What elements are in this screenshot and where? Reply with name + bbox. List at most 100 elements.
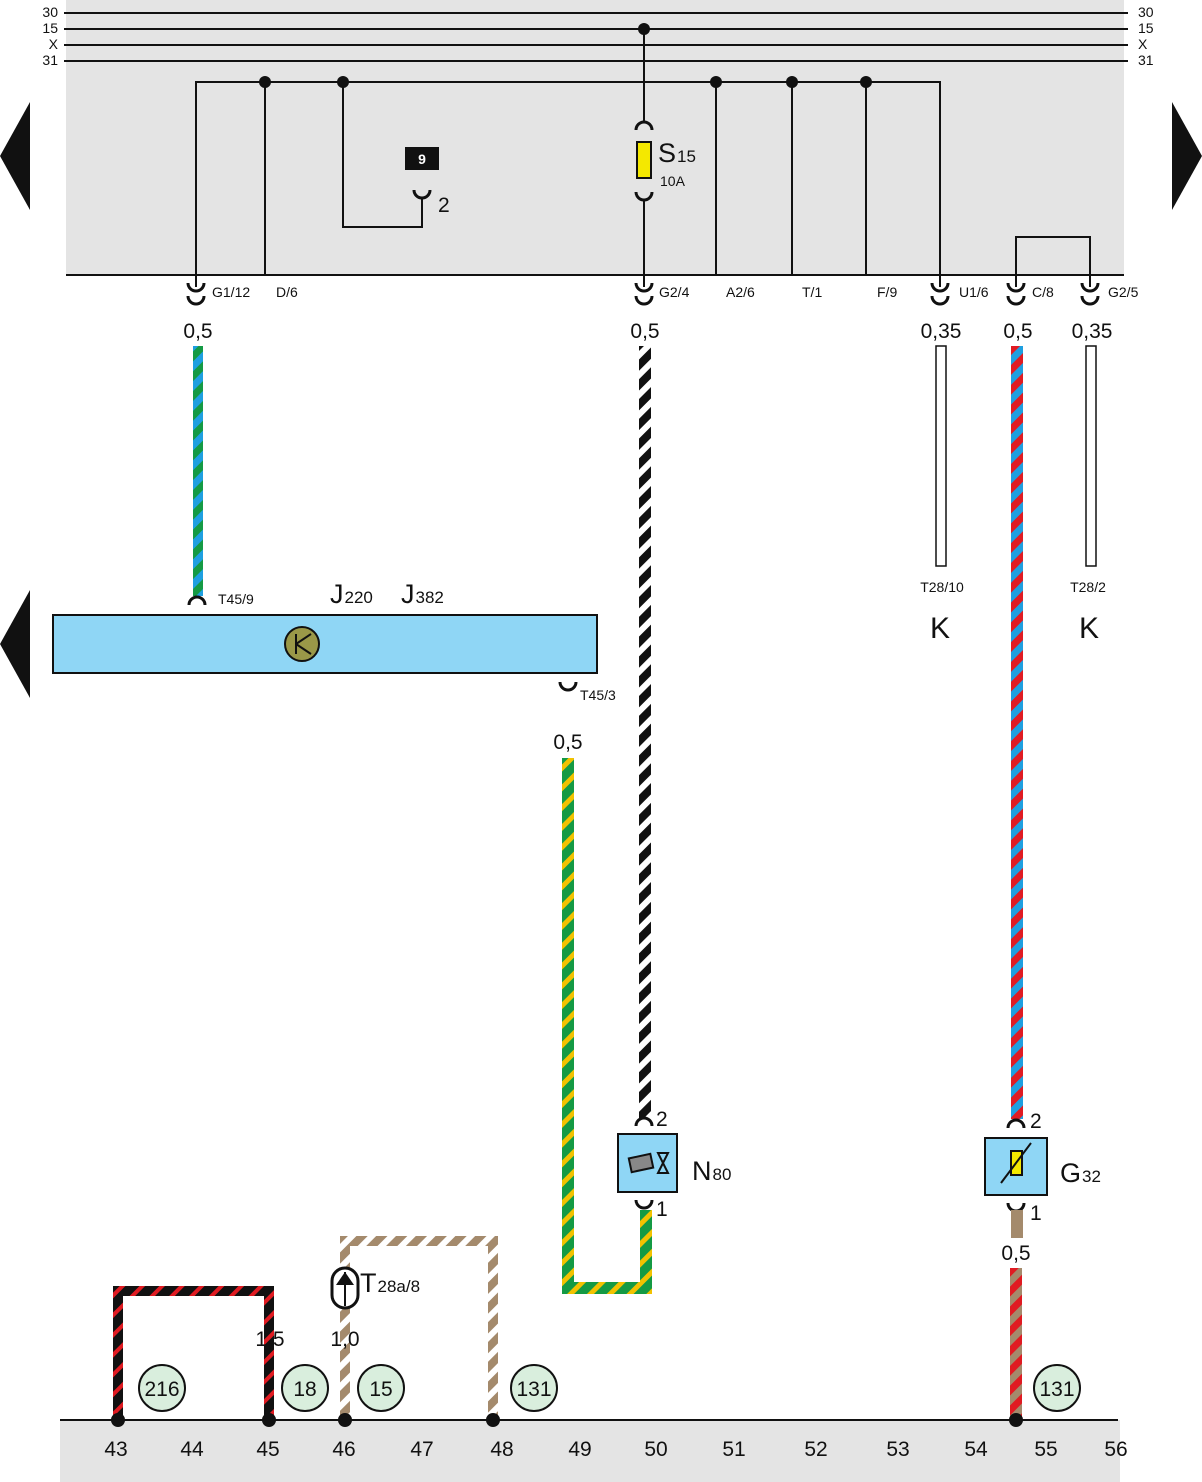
wire-white-u1-6: [935, 345, 947, 567]
wire-red-brown-g32-ground: [1010, 1268, 1022, 1420]
n80-label: N80: [692, 1156, 731, 1186]
wire-green-blue-g1-12: [193, 346, 203, 596]
central-electrics-panel: [66, 0, 1124, 275]
wire-green-yellow-n80-pin1: [640, 1210, 652, 1294]
ecu-label-j382: J382: [401, 579, 444, 609]
junction-dot: [786, 76, 798, 88]
fuse-top-socket-icon: [634, 120, 654, 131]
g32-label: G32: [1060, 1158, 1101, 1188]
terminal-socket-icon: [634, 282, 654, 293]
ground-junction-dot: [111, 1413, 125, 1427]
ecu-t45-3-socket-icon: [558, 681, 578, 692]
rail-label-left-x: X: [49, 36, 59, 52]
terminal-label-t1: T/1: [802, 284, 822, 300]
wire-white-g2-5: [1085, 345, 1097, 567]
terminal-label-f9: F/9: [877, 284, 897, 300]
transistor-icon: [284, 626, 320, 662]
ground-circle-15[interactable]: [357, 1364, 405, 1412]
terminal-label-c8: C/8: [1032, 284, 1054, 300]
footer-number: 45: [256, 1438, 279, 1461]
ground-ref-pin-label: 2: [438, 194, 450, 217]
terminal-socket-icon: [930, 282, 950, 293]
terminal-label-g2-4: G2/4: [659, 284, 690, 300]
rail-label-right-30: 30: [1138, 4, 1154, 20]
g32-pin1-socket-icon: [1006, 1202, 1026, 1213]
terminal-label-g2-5: G2/5: [1108, 284, 1139, 300]
footer-number: 48: [490, 1438, 513, 1461]
ground-circle-131-right[interactable]: [1033, 1364, 1081, 1412]
n80-pin1-label: 1: [656, 1198, 668, 1221]
ecu-t45-9-socket-icon: [187, 595, 207, 606]
ecu-continues-left-arrow-icon[interactable]: [0, 590, 30, 698]
connector-k-right: K: [1079, 612, 1099, 645]
connector-t28a-label: T28a/8: [360, 1268, 420, 1298]
wire-size-t45-3: 0,5: [553, 731, 582, 754]
rail-label-right-31: 31: [1138, 52, 1154, 68]
ground-circle-131-left[interactable]: [510, 1364, 558, 1412]
g32-pin2-label: 2: [1030, 1110, 1042, 1133]
n80-pin2-label: 2: [656, 1108, 668, 1131]
wire-black-red-ground-loop: [113, 1286, 274, 1420]
connector-t28-2: T28/2: [1070, 579, 1106, 595]
wire-size-g1-12: 0,5: [183, 320, 212, 343]
junction-dot: [259, 76, 271, 88]
ground-circle-label-15: 15: [369, 1378, 392, 1401]
terminal-socket-icon: [186, 282, 206, 293]
fuse-name: S15: [658, 138, 696, 168]
internal-bus: [195, 81, 941, 287]
wire-size-g32-pin1: 0,5: [1001, 1242, 1030, 1265]
ground-ref-box-label: 9: [418, 151, 426, 167]
ecu-block-j220-j382: [52, 614, 598, 674]
ground-circle-label-18: 18: [293, 1378, 316, 1401]
prev-page-arrow-icon[interactable]: [0, 102, 30, 210]
ground-junction-dot: [262, 1413, 276, 1427]
variable-resistor-icon: [1000, 1142, 1032, 1184]
rail-label-left-30: 30: [42, 4, 58, 20]
junction-dot: [710, 76, 722, 88]
footer-number: 56: [1104, 1438, 1127, 1461]
wire-brown-g32-pin1: [1011, 1210, 1023, 1238]
internal-wire-ground-9: [342, 82, 423, 228]
connector-t28-10: T28/10: [920, 579, 964, 595]
terminal-label-d6: D/6: [276, 284, 298, 300]
wire-green-yellow-t45-3: [562, 758, 574, 1294]
ecu-pin-t45-3: T45/3: [580, 687, 616, 703]
junction-dot: [638, 23, 650, 35]
footer-number: 51: [722, 1438, 745, 1461]
ground-circle-label-131-right: 131: [1039, 1378, 1074, 1401]
ecu-label-j220: J220: [330, 579, 373, 609]
ground-circle-216[interactable]: [138, 1364, 186, 1412]
next-page-arrow-icon[interactable]: [1172, 102, 1202, 210]
wire-size-g2-4: 0,5: [630, 320, 659, 343]
footer-number: 43: [104, 1438, 127, 1461]
wire-red-blue-c8: [1011, 346, 1023, 1119]
ground-circle-18[interactable]: [281, 1364, 329, 1412]
footer-number: 47: [410, 1438, 433, 1461]
ecu-pin-t45-9: T45/9: [218, 591, 254, 607]
wire-size-g2-5: 0,35: [1072, 320, 1113, 343]
footer-number: 54: [964, 1438, 988, 1461]
ground-circle-label-131-left: 131: [516, 1378, 551, 1401]
g32-pin2-socket-icon: [1006, 1118, 1026, 1129]
terminal-socket-icon: [930, 295, 950, 306]
footer-number: 46: [332, 1438, 355, 1461]
footer-number: 50: [644, 1438, 667, 1461]
terminal-socket-icon: [186, 295, 206, 306]
junction-dot: [860, 76, 872, 88]
footer-number: 44: [180, 1438, 204, 1461]
wire-black-white-g2-4: [639, 346, 651, 1119]
terminal-socket-icon: [1080, 295, 1100, 306]
terminal-label-a2-6: A2/6: [726, 284, 755, 300]
fuse-rating: 10A: [660, 173, 686, 189]
n80-pin1-socket-icon: [634, 1199, 654, 1210]
ground-junction-dot: [338, 1413, 352, 1427]
ground-circle-label-216: 216: [144, 1378, 179, 1401]
footer-strip: [60, 1420, 1120, 1482]
wire-size-brown-white: 1,0: [330, 1328, 359, 1351]
rail-label-right-15: 15: [1138, 20, 1154, 36]
terminal-socket-icon: [1006, 282, 1026, 293]
terminal-socket-icon: [1006, 295, 1026, 306]
footer-number: 53: [886, 1438, 909, 1461]
rail-label-left-31: 31: [42, 52, 58, 68]
